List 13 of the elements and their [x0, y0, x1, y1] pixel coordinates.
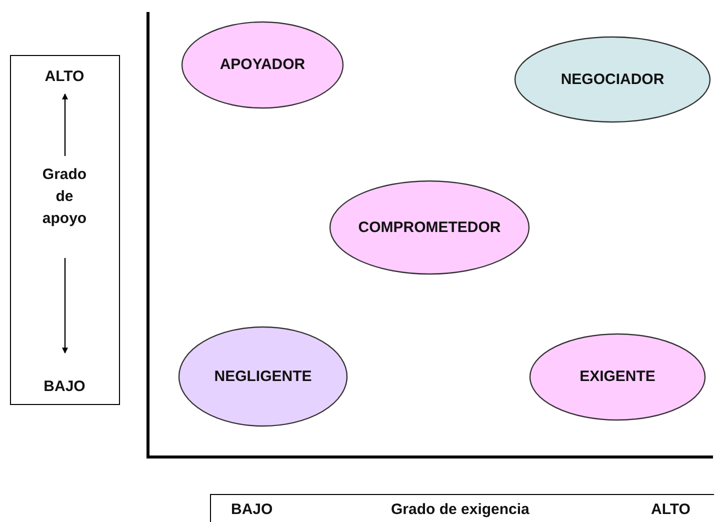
style-label: COMPROMETEDOR [357, 218, 502, 236]
scale-end-label: ALTO [44, 67, 86, 87]
scale-end-label: BAJO [231, 501, 273, 518]
scale-end-label: BAJO [42, 377, 86, 397]
axis-scale-box [10, 55, 120, 405]
style-label: APOYADOR [218, 56, 306, 73]
style-label: NEGLIGENTE [213, 368, 313, 384]
style-label: NEGOCIADOR [560, 70, 666, 88]
axis-title: Grado de apoyo [41, 165, 88, 229]
scale-end-label: ALTO [651, 501, 690, 518]
axis-title: Grado de exigencia [391, 501, 530, 518]
axis-scale-box [210, 494, 714, 522]
style-label: EXIGENTE [578, 368, 656, 385]
